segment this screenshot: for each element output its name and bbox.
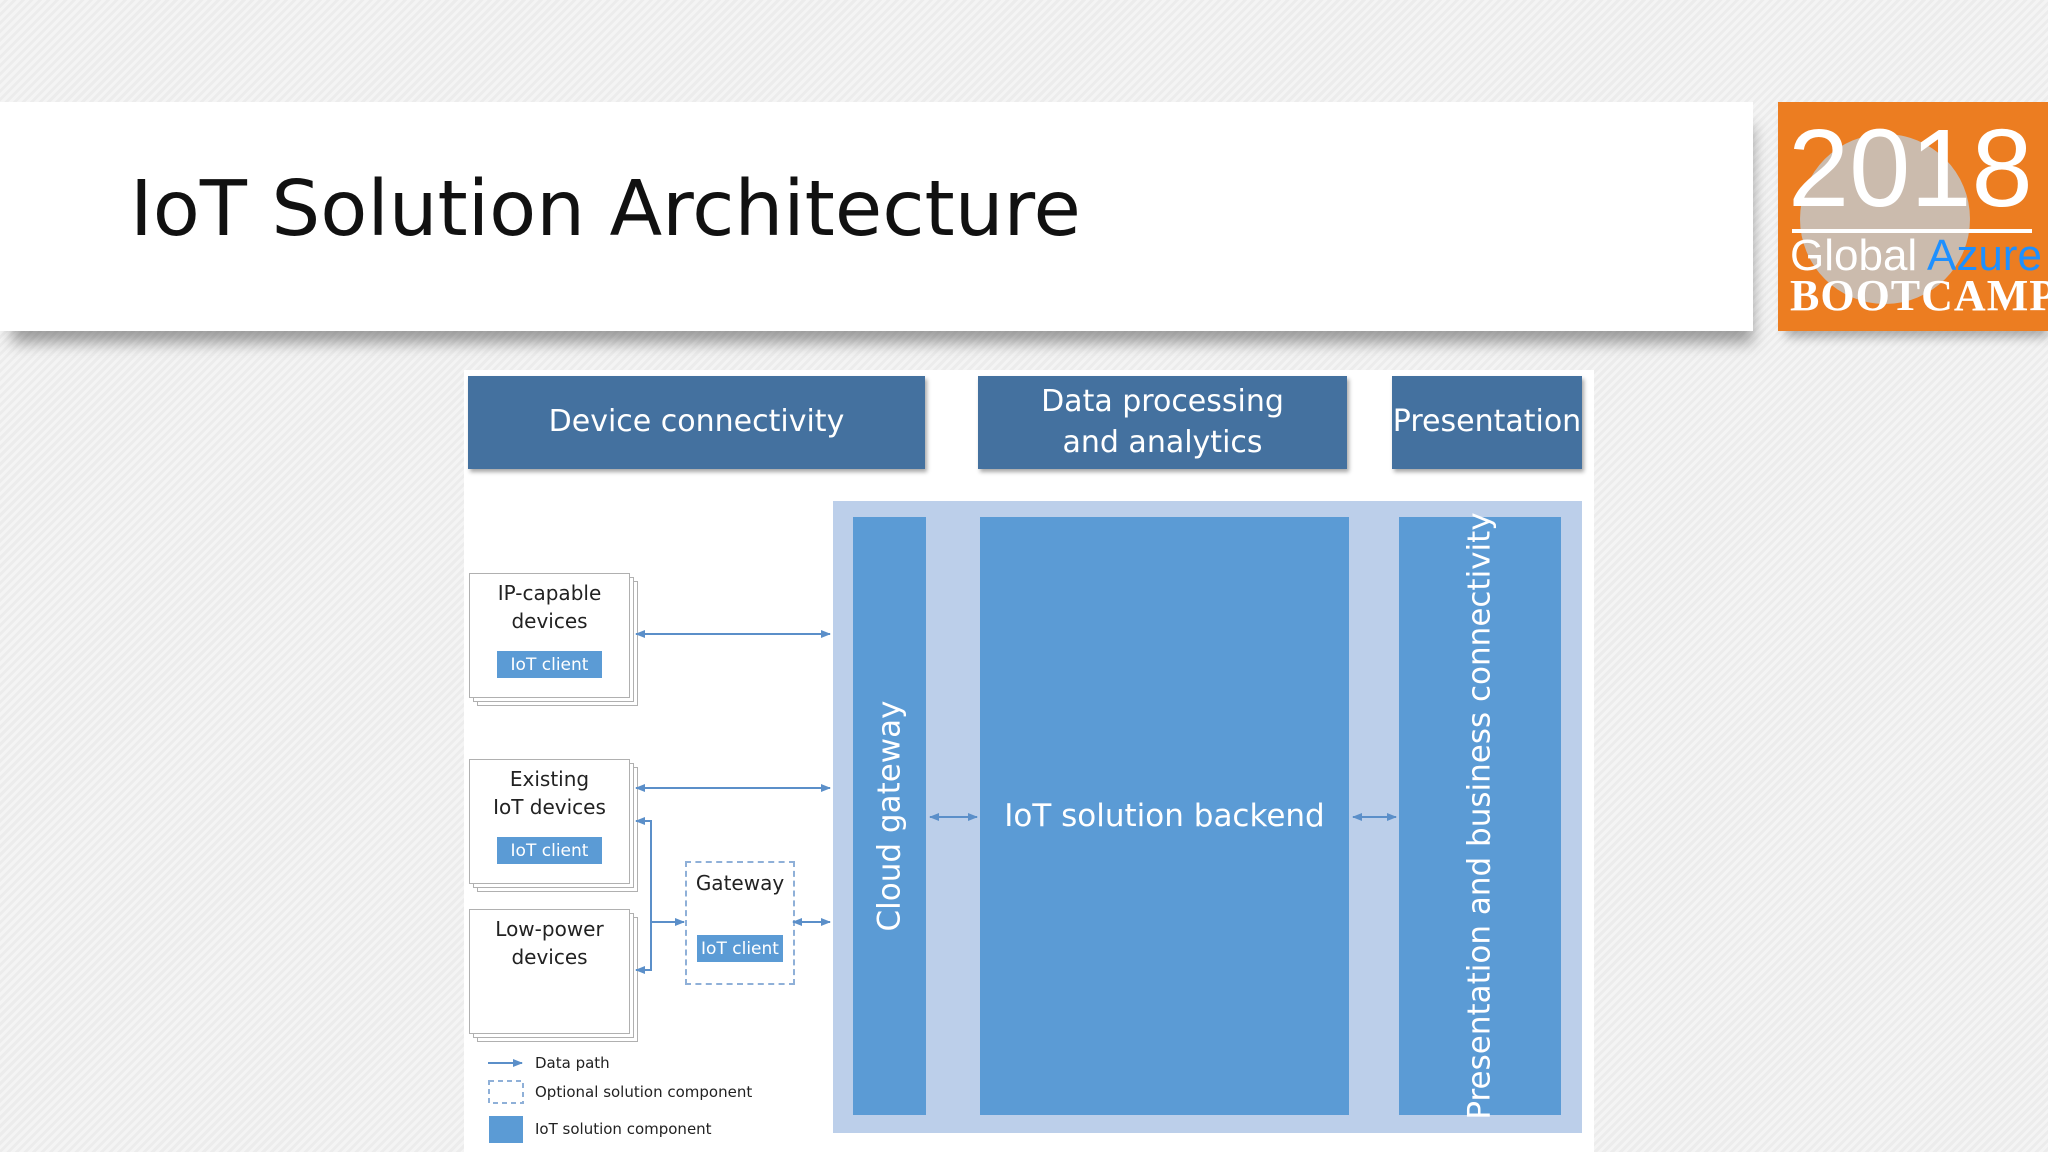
- cloud-gateway-label: Cloud gateway: [871, 700, 908, 932]
- iot-client-badge: IoT client: [497, 651, 602, 678]
- logo-bootcamp: BOOTCAMP: [1790, 271, 2048, 320]
- header-presentation: Presentation: [1392, 376, 1582, 469]
- logo-global: Global: [1790, 231, 1918, 280]
- backend-label: IoT solution backend: [1004, 798, 1325, 834]
- logo-year: 2018: [1788, 107, 2033, 230]
- cloud-gateway-column: Cloud gateway: [853, 517, 926, 1115]
- header-data-label: Data processing and analytics: [1041, 384, 1284, 460]
- ip-capable-devices-box: IP-capable devices IoT client: [469, 573, 630, 698]
- gateway-box: Gateway IoT client: [685, 861, 795, 985]
- iot-client-badge: IoT client: [497, 837, 602, 864]
- globe-icon: [1800, 134, 1970, 304]
- low-power-devices-label: Low-power devices: [495, 917, 604, 969]
- gateway-label: Gateway: [695, 871, 785, 895]
- iot-client-badge: IoT client: [697, 935, 783, 962]
- logo-azure: Azure: [1926, 231, 2042, 280]
- low-power-devices-box: Low-power devices: [469, 909, 630, 1034]
- header-presentation-label: Presentation: [1392, 404, 1582, 440]
- legend-data-path: Data path: [535, 1054, 610, 1072]
- global-azure-bootcamp-logo: 2018 Global Azure BOOTCAMP: [1778, 102, 2048, 331]
- presentation-connectivity-label: Presentation and business connectivity: [1462, 512, 1498, 1120]
- legend-optional: Optional solution component: [535, 1083, 753, 1101]
- header-device-connectivity: Device connectivity: [468, 376, 925, 469]
- existing-iot-devices-box: Existing IoT devices IoT client: [469, 759, 630, 884]
- title-bar: [0, 102, 1753, 331]
- logo-divider: [1792, 229, 2032, 233]
- ip-capable-devices-label: IP-capable devices: [497, 581, 602, 633]
- presentation-connectivity-column: Presentation and business connectivity: [1399, 512, 1561, 1120]
- header-device-label: Device connectivity: [548, 404, 845, 440]
- logo-global-azure: Global Azure: [1790, 231, 2042, 280]
- existing-iot-devices-label: Existing IoT devices: [493, 767, 606, 819]
- header-data-processing: Data processing and analytics: [978, 376, 1347, 469]
- backend-column: IoT solution backend: [980, 517, 1349, 1115]
- legend-component: IoT solution component: [535, 1120, 712, 1138]
- slide-title: IoT Solution Architecture: [130, 165, 1081, 254]
